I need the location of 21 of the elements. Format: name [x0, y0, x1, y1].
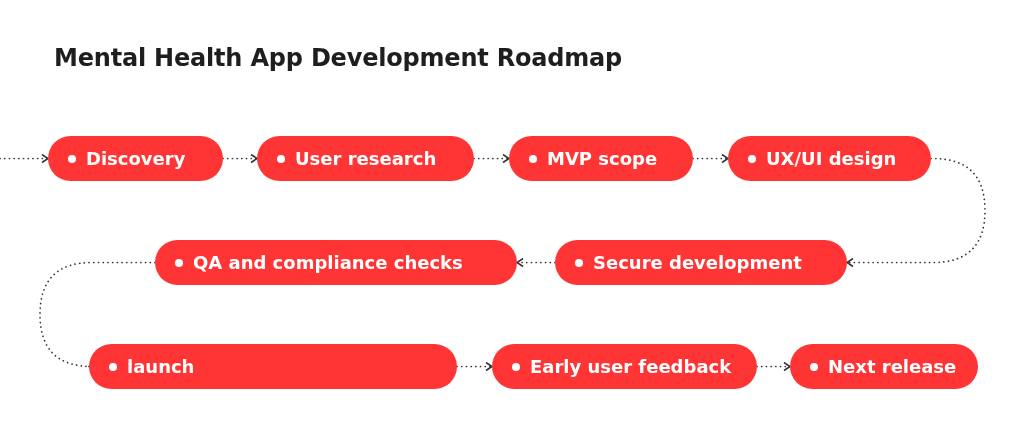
step-label: Next release — [828, 356, 957, 377]
diagram-title: Mental Health App Development Roadmap — [54, 44, 623, 72]
dotted-arrow — [846, 157, 986, 268]
step-label: User research — [295, 148, 437, 169]
step-label: UX/UI design — [766, 148, 897, 169]
step-pill — [555, 240, 847, 285]
step-pill — [155, 240, 517, 285]
step-pill — [89, 344, 457, 389]
step-label: launch — [127, 356, 195, 377]
step-pill — [48, 136, 223, 181]
step-label: MVP scope — [547, 148, 658, 169]
step-pill — [492, 344, 757, 389]
step-pill — [790, 344, 978, 389]
step-pill — [257, 136, 474, 181]
step-label: Discovery — [86, 148, 186, 169]
dotted-arrow — [0, 153, 49, 164]
step-label: QA and compliance checks — [193, 252, 463, 273]
step-label: Secure development — [593, 252, 802, 273]
step-label: Early user feedback — [530, 356, 732, 377]
step-pill — [509, 136, 693, 181]
step-pill — [728, 136, 931, 181]
